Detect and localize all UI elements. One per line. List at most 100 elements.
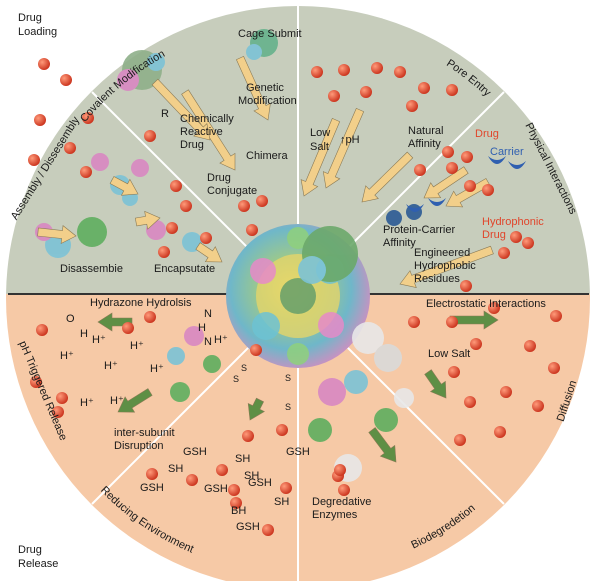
drug-molecule xyxy=(144,130,156,142)
label-inter-subunit: inter-subunit xyxy=(114,427,175,439)
drug-molecule xyxy=(56,392,68,404)
drug-molecule xyxy=(448,366,460,378)
label-degradative: Degredative xyxy=(312,496,371,508)
drug-molecule xyxy=(454,434,466,446)
process-arrow xyxy=(322,108,365,189)
corner-drug-release-2: Release xyxy=(18,558,58,570)
drug-molecule xyxy=(28,154,40,166)
drug-molecule xyxy=(550,310,562,322)
drug-molecule xyxy=(246,224,258,236)
label-reactive-drug: Drug xyxy=(180,139,204,151)
label-h-plus-5: H⁺ xyxy=(150,363,164,375)
drug-molecule xyxy=(186,474,198,486)
drug-molecule xyxy=(180,200,192,212)
label-n-atom-2: N xyxy=(204,336,212,348)
label-o-atom: O xyxy=(66,313,75,325)
drug-molecule xyxy=(500,386,512,398)
label-electrostatic-interactions: Electrostatic Interactions xyxy=(426,298,546,310)
label-disassemble: Disassembie xyxy=(60,263,123,275)
drug-molecule xyxy=(36,324,48,336)
label-drug-conjugate-2: Conjugate xyxy=(207,185,257,197)
drug-molecule xyxy=(522,237,534,249)
label-hydrophobic-drug: Drug xyxy=(482,229,506,241)
drug-molecule xyxy=(360,86,372,98)
label-low-salt-top-2: Salt xyxy=(310,141,329,153)
drug-molecule xyxy=(38,58,50,70)
drug-molecule xyxy=(442,146,454,158)
drug-molecule xyxy=(464,396,476,408)
drug-molecule xyxy=(276,424,288,436)
label-hydrophobic-2: Hydrophobic xyxy=(414,260,476,272)
process-arrow xyxy=(134,210,161,230)
drug-molecule xyxy=(230,497,242,509)
label-gsh-5: GSH xyxy=(248,477,272,489)
drug-molecules xyxy=(28,58,562,536)
label-h-plus-2: H⁺ xyxy=(130,340,144,352)
label-sulfur-1: S xyxy=(233,374,239,384)
drug-molecule xyxy=(488,302,500,314)
process-arrow xyxy=(368,427,397,463)
process-arrow xyxy=(424,369,447,399)
label-n-atom-1: N xyxy=(204,308,212,320)
process-arrow xyxy=(247,397,265,421)
corner-drug-loading-2: Loading xyxy=(18,26,57,38)
process-arrow xyxy=(236,56,271,121)
drug-molecule xyxy=(146,468,158,480)
process-arrow xyxy=(399,245,494,289)
label-drug-conjugate-1: Drug xyxy=(207,172,231,184)
carrier-cups xyxy=(406,156,526,212)
label-h-plus-6: H⁺ xyxy=(80,397,94,409)
drug-molecule xyxy=(328,90,340,102)
drug-molecule xyxy=(144,311,156,323)
label-drug-legend: Drug xyxy=(475,128,499,140)
process-arrow xyxy=(109,176,139,196)
label-protein-carrier-affinity: Affinity xyxy=(383,237,416,249)
drug-molecule xyxy=(446,162,458,174)
drug-molecule xyxy=(250,344,262,356)
label-h-atom-2: H xyxy=(198,322,206,334)
label-gsh-4: GSH xyxy=(204,483,228,495)
label-h-plus-4: H⁺ xyxy=(104,360,118,372)
label-low-salt-top-1: Low xyxy=(310,127,330,139)
process-arrow xyxy=(449,310,499,330)
drug-molecule xyxy=(446,84,458,96)
drug-molecule xyxy=(524,340,536,352)
label-r-group: R xyxy=(161,108,169,120)
drug-molecule xyxy=(460,280,472,292)
label-sh-1: SH xyxy=(168,463,183,475)
label-gsh-6: GSH xyxy=(236,521,260,533)
drug-molecule xyxy=(166,222,178,234)
label-sulfur-4: S xyxy=(285,402,291,412)
drug-molecule xyxy=(548,362,560,374)
drug-molecule xyxy=(82,112,94,124)
process-arrow xyxy=(423,166,469,199)
label-ph-up: ↑pH xyxy=(340,134,360,146)
label-sulfur-2: S xyxy=(241,363,247,373)
process-arrow xyxy=(361,151,414,203)
drug-molecule xyxy=(256,195,268,207)
drug-molecule xyxy=(482,184,494,196)
label-natural: Natural xyxy=(408,125,443,137)
drug-molecule xyxy=(64,142,76,154)
label-sh-2: SH xyxy=(235,453,250,465)
label-reactive: Reactive xyxy=(180,126,223,138)
drug-molecule xyxy=(170,180,182,192)
process-arrow xyxy=(300,118,341,197)
drug-molecule xyxy=(80,166,92,178)
label-sh-4: SH xyxy=(274,496,289,508)
label-encapsulate: Encapsutate xyxy=(154,263,215,275)
drug-molecule xyxy=(418,82,430,94)
drug-molecule xyxy=(498,247,510,259)
drug-molecule xyxy=(34,114,46,126)
label-low-salt-bottom: Low Salt xyxy=(428,348,470,360)
label-residues: Residues xyxy=(414,273,460,285)
label-gsh-3: GSH xyxy=(140,482,164,494)
drug-molecule xyxy=(280,482,292,494)
drug-molecule xyxy=(406,100,418,112)
drug-molecule xyxy=(228,484,240,496)
label-cage-submit: Cage Submit xyxy=(238,28,302,40)
drug-molecule xyxy=(238,200,250,212)
label-affinity: Affinity xyxy=(408,138,441,150)
process-arrows xyxy=(37,56,499,463)
